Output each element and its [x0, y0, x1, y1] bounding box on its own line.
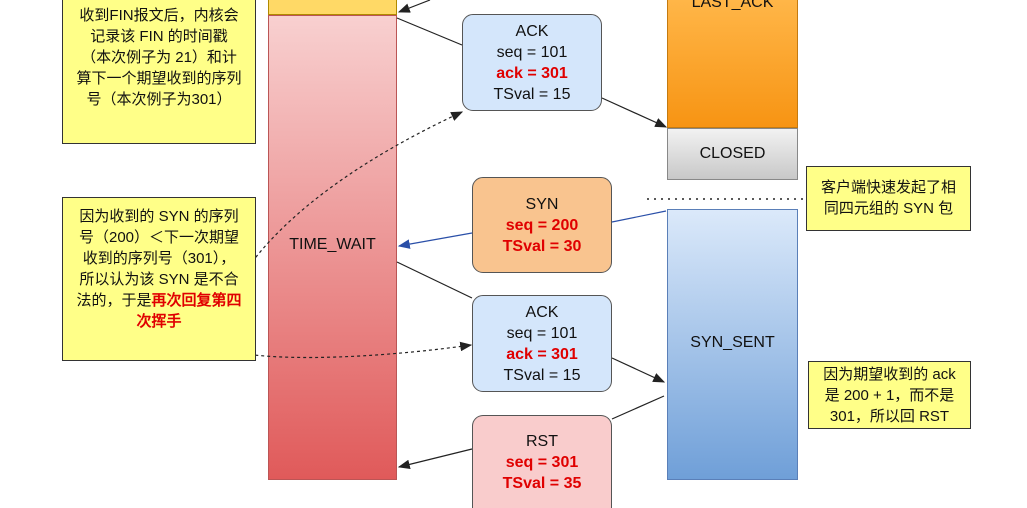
note-fin-line: 算下一个期望收到的序列: [76, 70, 242, 87]
ack1-ack: ack = 301: [496, 64, 568, 82]
note-fin-line: （本次例子为 21）和计: [81, 49, 237, 66]
note-syn-line: 法的，于是再次回复第四: [63, 290, 255, 311]
note-fin-line: 号（本次例子为301）: [86, 91, 232, 108]
rst-title: RST: [526, 432, 558, 450]
rst-message-box: RST seq = 301 TSval = 35: [472, 415, 612, 508]
syn-message-box: SYN seq = 200 TSval = 30: [472, 177, 612, 273]
ack1-tsval: TSval = 15: [493, 85, 571, 103]
note-rst-reason: 因为期望收到的 ack 是 200 + 1，而不是 301，所以回 RST: [808, 361, 971, 429]
note-syn-line6-red: 次挥手: [136, 313, 182, 330]
arrow-into-server-top: [397, 0, 431, 13]
note-syn-invalid: 因为收到的 SYN 的序列 号（200）＜下一次期望 收到的序列号（301）， …: [62, 197, 256, 361]
ack1-line-left: [396, 17, 463, 46]
note-syn-line: 所以认为该 SYN 是不合: [79, 271, 239, 288]
last-ack-label: LAST_ACK: [691, 0, 774, 11]
ack1-message-box: ACK seq = 101 ack = 301 TSval = 15: [462, 14, 602, 111]
note-client-syn: 客户端快速发起了相 同四元组的 SYN 包: [806, 166, 971, 231]
time-wait-state-bar: [268, 15, 397, 480]
note-fin-timestamp: 收到FIN报文后，内核会 记录该 FIN 的时间戳 （本次例子为 21）和计 算…: [62, 0, 256, 144]
note-fin-line: 记录该 FIN 的时间戳: [90, 28, 228, 45]
syn-sent-state-bar: [667, 209, 798, 480]
syn-sent-label: SYN_SENT: [690, 334, 775, 351]
ack2-seq: seq = 101: [506, 324, 578, 342]
syn-line-right: [611, 210, 667, 223]
dotted-pointer-ack1: [251, 111, 464, 263]
rst-line-left: [397, 448, 473, 470]
ack2-ack: ack = 301: [506, 345, 578, 363]
closed-label: CLOSED: [699, 145, 766, 162]
note-rst-line: 301，所以回 RST: [829, 408, 950, 425]
rst-line-right: [611, 395, 665, 420]
note-syn-line: 收到的序列号（301），: [82, 250, 236, 267]
syn-seq: seq = 200: [505, 216, 579, 234]
rst-seq: seq = 301: [505, 453, 579, 471]
ack2-message-box: ACK seq = 101 ack = 301 TSval = 15: [472, 295, 612, 392]
closed-state-bar: CLOSED: [667, 128, 798, 180]
ack1-title: ACK: [515, 22, 549, 40]
note-syn-line: 次挥手: [63, 311, 255, 332]
syn-tsval: TSval = 30: [502, 237, 582, 255]
ack1-line-right: [601, 97, 668, 128]
note-syn-line: 因为收到的 SYN 的序列: [79, 208, 239, 225]
note-fin-line: 收到FIN报文后，内核会: [79, 7, 239, 24]
note-syn-line5-prefix: 法的，于是: [76, 292, 152, 309]
time-wait-label: TIME_WAIT: [289, 236, 376, 253]
syn-title: SYN: [525, 195, 559, 213]
note-syn-line: 号（200）＜下一次期望: [78, 229, 240, 246]
note-syn-line5-red: 再次回复第四: [151, 292, 242, 309]
ack1-seq: seq = 101: [496, 43, 568, 61]
last-ack-state-bar: [667, 0, 798, 128]
ack2-line-left: [396, 261, 473, 299]
note-rst-line: 因为期望收到的 ack: [823, 366, 956, 383]
server-prev-state-bar: [268, 0, 397, 15]
note-rst-line: 是 200 + 1，而不是: [824, 387, 955, 404]
syn-line-left: [397, 232, 473, 249]
ack2-line-right: [611, 357, 666, 383]
rst-tsval: TSval = 35: [502, 474, 582, 492]
note-client-line: 客户端快速发起了相: [820, 179, 956, 196]
ack2-title: ACK: [525, 303, 559, 321]
note-client-line: 同四元组的 SYN 包: [823, 200, 954, 217]
ack2-tsval: TSval = 15: [503, 366, 581, 384]
